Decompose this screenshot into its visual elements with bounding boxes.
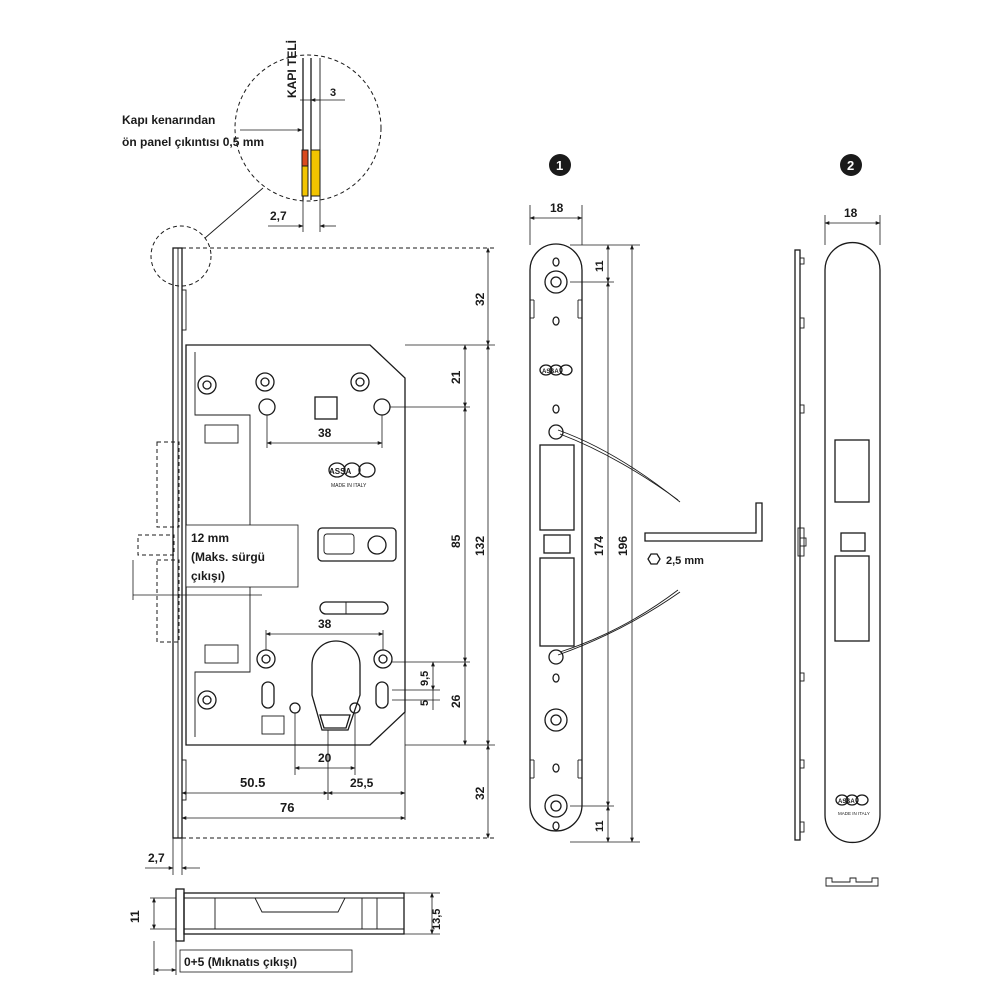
bottom-body-outline <box>183 892 405 935</box>
bolt-note-line1: 12 mm <box>191 531 229 545</box>
faceplate-2-brand: ASSA <box>838 799 855 805</box>
faceplate-tip-layer <box>301 149 309 167</box>
faceplate-1-badge-text: 1 <box>556 158 563 173</box>
dim-38-top-label: 38 <box>318 426 332 440</box>
dim-50-5-label: 50.5 <box>240 775 265 790</box>
detail-origin-circle <box>150 225 212 287</box>
faceplate-1-dim-11-bottom: 11 <box>594 820 606 832</box>
dim-76-label: 76 <box>280 800 294 815</box>
lock-body-view: ASSA MADE IN ITALY 32 21 85 132 <box>132 247 495 875</box>
faceplate-1-dim-196: 196 <box>616 536 630 556</box>
follower-hole-left <box>258 398 276 416</box>
callout-line1: Kapı kenarından <box>122 113 215 127</box>
faceplate-1-brand: ASSA <box>542 369 559 375</box>
faceplate-2-brand-logo: ASSA MADE IN ITALY <box>835 794 870 816</box>
dim-21-label: 21 <box>449 370 463 384</box>
follower-square <box>314 396 338 420</box>
faceplate-2-upper-opening <box>834 439 870 503</box>
bolt-extended-outline <box>137 534 175 556</box>
faceplate-1-dim-11-top: 11 <box>594 260 606 272</box>
magnet-note-box <box>179 949 353 973</box>
dim-13-5-label: 13,5 <box>431 909 443 930</box>
lock-brand: ASSA <box>329 467 351 476</box>
dim-25-5-label: 25,5 <box>350 776 374 790</box>
kapi-teli-label: KAPI TELİ <box>284 40 299 98</box>
lock-brand-logo: ASSA MADE IN ITALY <box>328 462 376 489</box>
faceplate-1-dim-18: 18 <box>550 201 564 215</box>
faceplate-2-badge <box>840 154 862 176</box>
faceplate-1-small-opening <box>543 534 571 554</box>
faceplate-1-badge <box>549 154 571 176</box>
faceplate-1-dim-174: 174 <box>592 536 606 556</box>
dim-11-bottom-label: 11 <box>128 910 142 923</box>
latch-upper <box>204 424 239 444</box>
faceplate-2-bottom-profile <box>825 877 879 887</box>
bolt-note-line3: çıkışı) <box>191 569 225 583</box>
faceplate-2-dim-18: 18 <box>844 206 858 220</box>
lock-bottom-view: 11 13,5 0+5 (Mıknatıs çıkışı) <box>128 888 443 975</box>
latch-slot <box>319 601 389 615</box>
dim-5-label: 5 <box>419 700 431 706</box>
callout-line2: ön panel çıkıntısı 0,5 mm <box>122 135 264 149</box>
faceplate-1-latch-opening <box>539 444 575 531</box>
bolt-mechanism <box>317 527 397 562</box>
faceplate-1-outline <box>529 243 583 832</box>
dim-2-7-bottom-label: 2,7 <box>148 851 165 865</box>
cylinder-profile <box>311 640 361 731</box>
dim-9-5-label: 9,5 <box>419 671 431 686</box>
faceplate-2-outline <box>824 241 881 844</box>
hexagon-icon <box>647 553 661 565</box>
dim-2-7-top-label: 2,7 <box>270 209 287 223</box>
faceplate-2-lower-opening <box>834 555 870 642</box>
dim-26-label: 26 <box>449 694 463 708</box>
faceplate-2-side-profile <box>794 249 801 841</box>
detail-circle <box>234 54 382 202</box>
faceplate-2-badge-text: 2 <box>847 158 854 173</box>
faceplate-2-brand-sub: MADE IN ITALY <box>838 811 870 816</box>
lock-brand-sub: MADE IN ITALY <box>331 483 367 489</box>
faceplate-2-small-opening <box>840 532 866 552</box>
faceplate-2-view: 2 ASSA MADE IN ITALY 18 <box>794 154 881 887</box>
hex-key-shape <box>644 502 763 542</box>
dim-132-label: 132 <box>473 536 487 556</box>
dim-20-label: 20 <box>318 751 332 765</box>
lock-faceplate-strip <box>172 247 183 839</box>
dim-3-label: 3 <box>330 87 336 99</box>
dim-32-top-label: 32 <box>473 292 487 306</box>
faceplate-1-view: 1 ASSA <box>529 154 681 843</box>
magnet-note: 0+5 (Mıknatıs çıkışı) <box>184 955 297 969</box>
dim-85-label: 85 <box>449 534 463 548</box>
bolt-note-line2: (Maks. sürgü <box>191 550 265 564</box>
dim-32-bottom-label: 32 <box>473 786 487 800</box>
latch-lower <box>204 644 239 664</box>
dim-38-mid-label: 38 <box>318 617 332 631</box>
hex-key-view: 2,5 mm <box>644 502 763 567</box>
follower-hole-right <box>373 398 391 416</box>
faceplate-1-brand-logo: ASSA <box>539 364 573 376</box>
hex-key-size-label: 2,5 mm <box>666 555 704 567</box>
edge-detail-view: KAPI TELİ 3 Kapı kenarından ön panel çık… <box>122 40 382 287</box>
faceplate-back-layer <box>310 149 321 197</box>
bolt-note-box <box>185 524 299 588</box>
faceplate-1-bolt-opening <box>539 557 575 647</box>
